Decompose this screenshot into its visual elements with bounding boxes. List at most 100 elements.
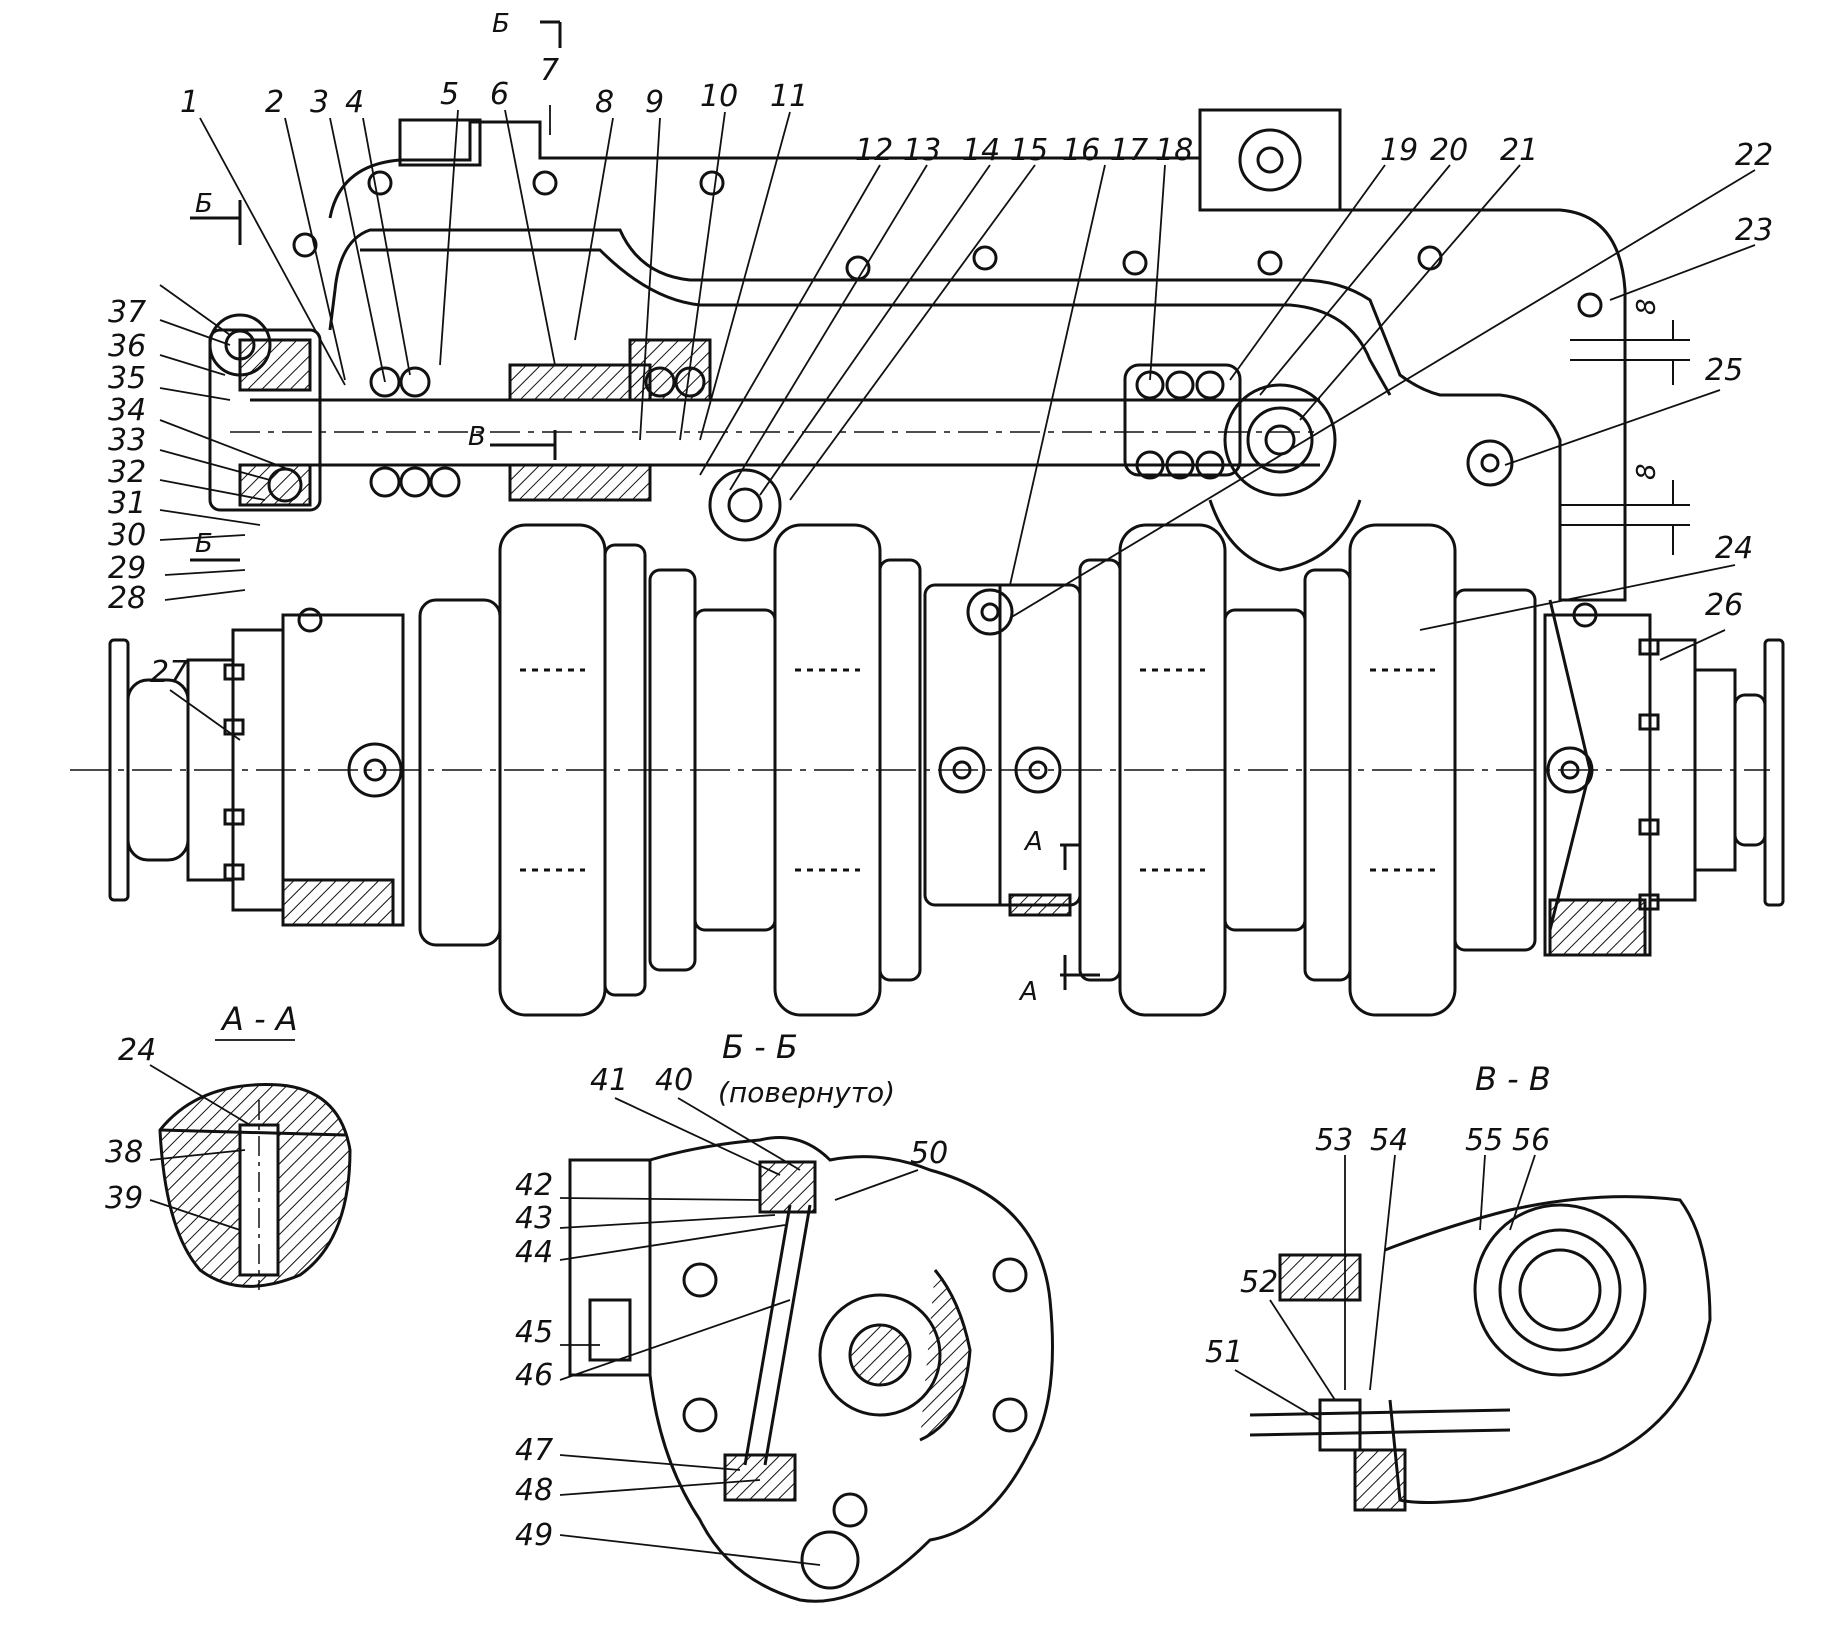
callout-33: 33 [108, 423, 146, 458]
gear-hub-2 [508, 463, 652, 502]
housing-inner-outline [360, 248, 1392, 396]
callout-19: 19 [1380, 133, 1418, 168]
callout-24: 24 [1715, 531, 1753, 566]
bearing-seat-25 [1466, 439, 1514, 487]
callout-aa-39: 39 [105, 1181, 143, 1216]
callout-bb-40: 40 [655, 1063, 693, 1098]
callout-28: 28 [108, 581, 146, 616]
leader-lines-vv [1234, 1154, 1536, 1421]
mounting-boss-right [1198, 108, 1342, 212]
callout-37: 37 [108, 295, 146, 330]
section-mark-b-top: Б [492, 9, 510, 39]
callout-bb-43: 43 [515, 1201, 553, 1236]
callout-bb-49: 49 [515, 1518, 553, 1553]
flange-bolts [223, 638, 1660, 911]
callout-25: 25 [1705, 353, 1743, 388]
dimension-label-lower: 8 [1632, 463, 1662, 480]
section-bb [559, 1097, 1054, 1603]
roller-2 [648, 523, 922, 1017]
callout-vv-55: 55 [1465, 1123, 1503, 1158]
callout-3: 3 [310, 85, 329, 120]
callout-20: 20 [1430, 133, 1468, 168]
callout-1: 1 [180, 85, 199, 120]
callout-vv-52: 52 [1240, 1265, 1278, 1300]
callout-bb-42: 42 [515, 1168, 553, 1203]
callout-bb-46: 46 [515, 1358, 553, 1393]
callout-bb-41: 41 [590, 1063, 628, 1098]
vv-bolt [1249, 1408, 1511, 1417]
spacer-17 [966, 588, 1014, 636]
dimension-lower [1560, 480, 1690, 555]
callout-21: 21 [1500, 133, 1538, 168]
right-drum [1543, 599, 1652, 957]
mounting-bolt-right [1238, 128, 1302, 192]
section-bb-subtitle: (повернуто) [718, 1076, 895, 1109]
section-bb-title: Б - Б [722, 1028, 798, 1066]
callout-15: 15 [1010, 133, 1048, 168]
section-mark-a-top: А [1023, 827, 1043, 857]
mounting-boss-left [398, 118, 482, 167]
callout-35: 35 [108, 361, 146, 396]
callout-36: 36 [108, 329, 146, 364]
callout-14: 14 [962, 133, 1000, 168]
callout-vv-54: 54 [1370, 1123, 1408, 1158]
callout-2: 2 [265, 85, 284, 120]
callout-27: 27 [150, 655, 188, 690]
dimension-label-upper: 8 [1632, 298, 1662, 315]
callout-aa-24: 24 [118, 1033, 156, 1068]
dimension-upper [1570, 320, 1690, 385]
callout-29: 29 [108, 551, 146, 586]
callout-34: 34 [108, 393, 146, 428]
bb-nut-49 [800, 1530, 860, 1590]
leader-lines-bb [559, 1097, 919, 1566]
callout-aa-38: 38 [105, 1135, 143, 1170]
bearing-ball [644, 366, 676, 398]
callout-7: 7 [540, 53, 559, 88]
callout-5: 5 [440, 77, 459, 112]
callout-31: 31 [108, 486, 146, 521]
callout-4: 4 [345, 85, 364, 120]
callout-18: 18 [1155, 133, 1193, 168]
callout-10: 10 [700, 79, 738, 114]
section-mark-b-left-top: Б [195, 189, 213, 219]
section-mark-v: В [468, 422, 486, 452]
callout-26: 26 [1705, 588, 1743, 623]
section-aa [149, 1039, 352, 1290]
callout-32: 32 [108, 455, 146, 490]
left-bearing-group [208, 313, 461, 512]
callout-vv-51: 51 [1205, 1335, 1243, 1370]
left-drum [281, 613, 405, 927]
callouts-main: 1 2 3 4 5 6 7 8 9 10 11 12 13 14 15 16 1… [108, 9, 1773, 1007]
vv-splined-hub [1473, 1203, 1647, 1377]
callout-30: 30 [108, 518, 146, 553]
callout-17: 17 [1110, 133, 1148, 168]
callout-6: 6 [490, 77, 509, 112]
callout-8: 8 [595, 85, 614, 120]
callout-bb-45: 45 [515, 1315, 553, 1350]
callout-vv-53: 53 [1315, 1123, 1353, 1158]
right-bearing-group [1123, 363, 1362, 572]
callout-bb-44: 44 [515, 1235, 553, 1270]
callout-9: 9 [645, 85, 664, 120]
section-vv [1234, 1154, 1712, 1512]
leader-lines-aa [149, 1039, 295, 1231]
callout-13: 13 [903, 133, 941, 168]
housing-outline [328, 108, 1627, 602]
callout-23: 23 [1735, 213, 1773, 248]
section-mark-a-bottom: А [1018, 977, 1038, 1007]
section-mark-b-left-bottom: Б [195, 529, 213, 559]
main-view [70, 20, 1785, 1017]
right-flange [1648, 638, 1785, 907]
sprocket-small [708, 468, 782, 542]
roller-1 [418, 523, 647, 1017]
bb-tensioner-rod [743, 1204, 792, 1466]
callout-bb-50: 50 [910, 1136, 948, 1171]
callout-vv-56: 56 [1512, 1123, 1550, 1158]
section-aa-title: А - А [220, 1000, 298, 1038]
central-drum [923, 583, 1082, 917]
callout-11: 11 [770, 79, 808, 114]
callout-16: 16 [1062, 133, 1100, 168]
callout-bb-47: 47 [515, 1433, 553, 1468]
leader-lines-main [159, 105, 1756, 741]
